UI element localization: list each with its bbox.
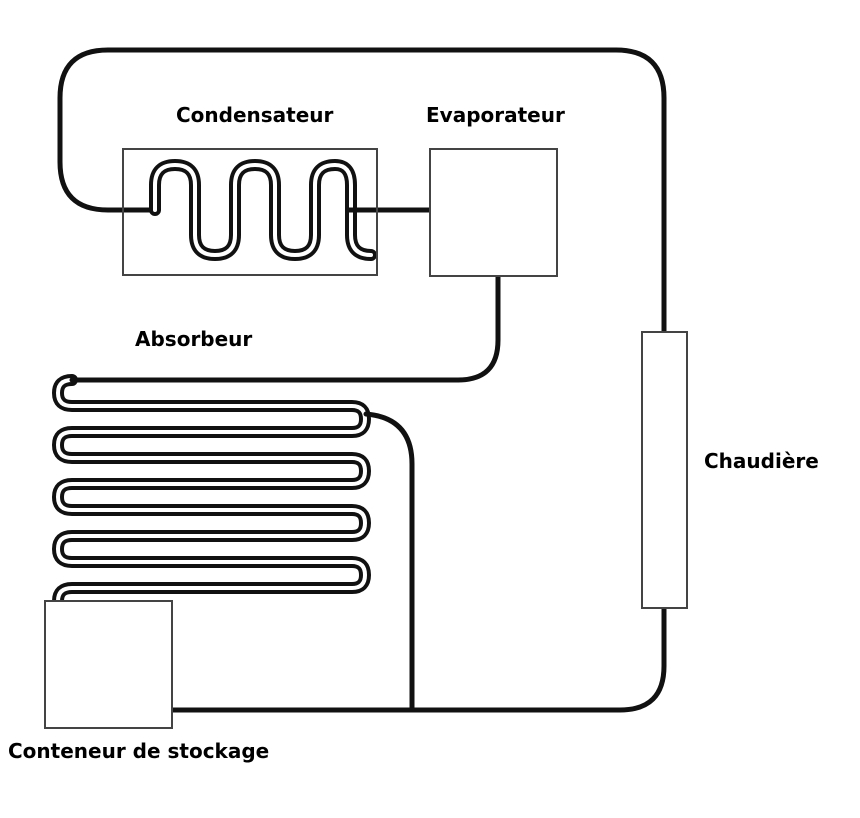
absorber-coil bbox=[52, 374, 371, 607]
condenser-label: Condensateur bbox=[176, 103, 334, 127]
pipe-boiler-to-condenser bbox=[57, 47, 667, 335]
evaporator-box bbox=[429, 148, 558, 277]
condenser-coil bbox=[149, 159, 377, 261]
condenser-box bbox=[122, 148, 378, 276]
evaporator-label: Evaporateur bbox=[426, 103, 565, 127]
storage-label: Conteneur de stockage bbox=[8, 739, 269, 763]
condenser-coil-inner bbox=[153, 163, 373, 257]
boiler-box bbox=[641, 331, 688, 609]
pipe-absorber-return bbox=[363, 411, 415, 713]
boiler-label: Chaudière bbox=[704, 449, 819, 473]
absorber-label: Absorbeur bbox=[135, 327, 252, 351]
pipe-storage-to-boiler bbox=[169, 605, 667, 713]
absorber-coil-inner bbox=[56, 378, 367, 603]
storage-box bbox=[44, 600, 173, 729]
